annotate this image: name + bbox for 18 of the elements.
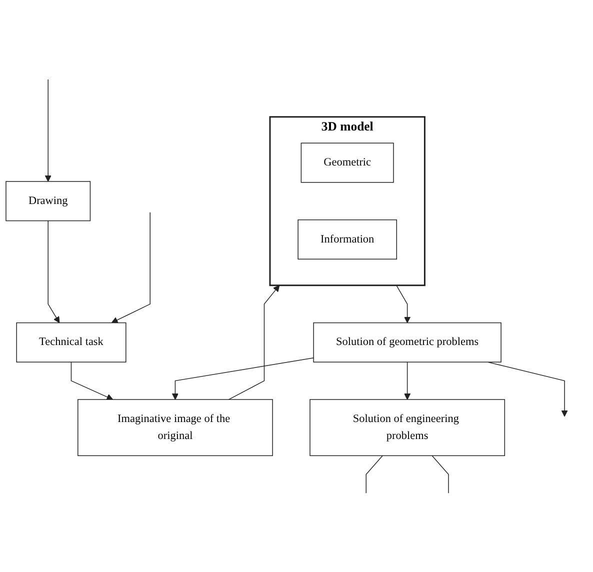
node-box: Solution of engineering problems	[310, 398, 506, 456]
connector	[366, 455, 383, 494]
arrow	[48, 220, 60, 323]
node-box: Drawing	[6, 180, 91, 221]
node-box: Imaginative image of the original	[78, 398, 273, 456]
arrow	[487, 361, 568, 416]
node-box: Solution of geometric problems	[313, 322, 502, 362]
arrow	[70, 361, 114, 400]
node-box: Technical task	[16, 322, 126, 362]
arrow	[172, 357, 314, 400]
connector	[432, 455, 449, 494]
node-box: Geometric	[300, 142, 394, 182]
arrow	[228, 284, 280, 400]
node-box: Information	[298, 219, 397, 260]
arrow	[404, 361, 411, 400]
arrow	[111, 212, 150, 323]
arrow	[44, 78, 52, 182]
arrow	[396, 284, 411, 323]
